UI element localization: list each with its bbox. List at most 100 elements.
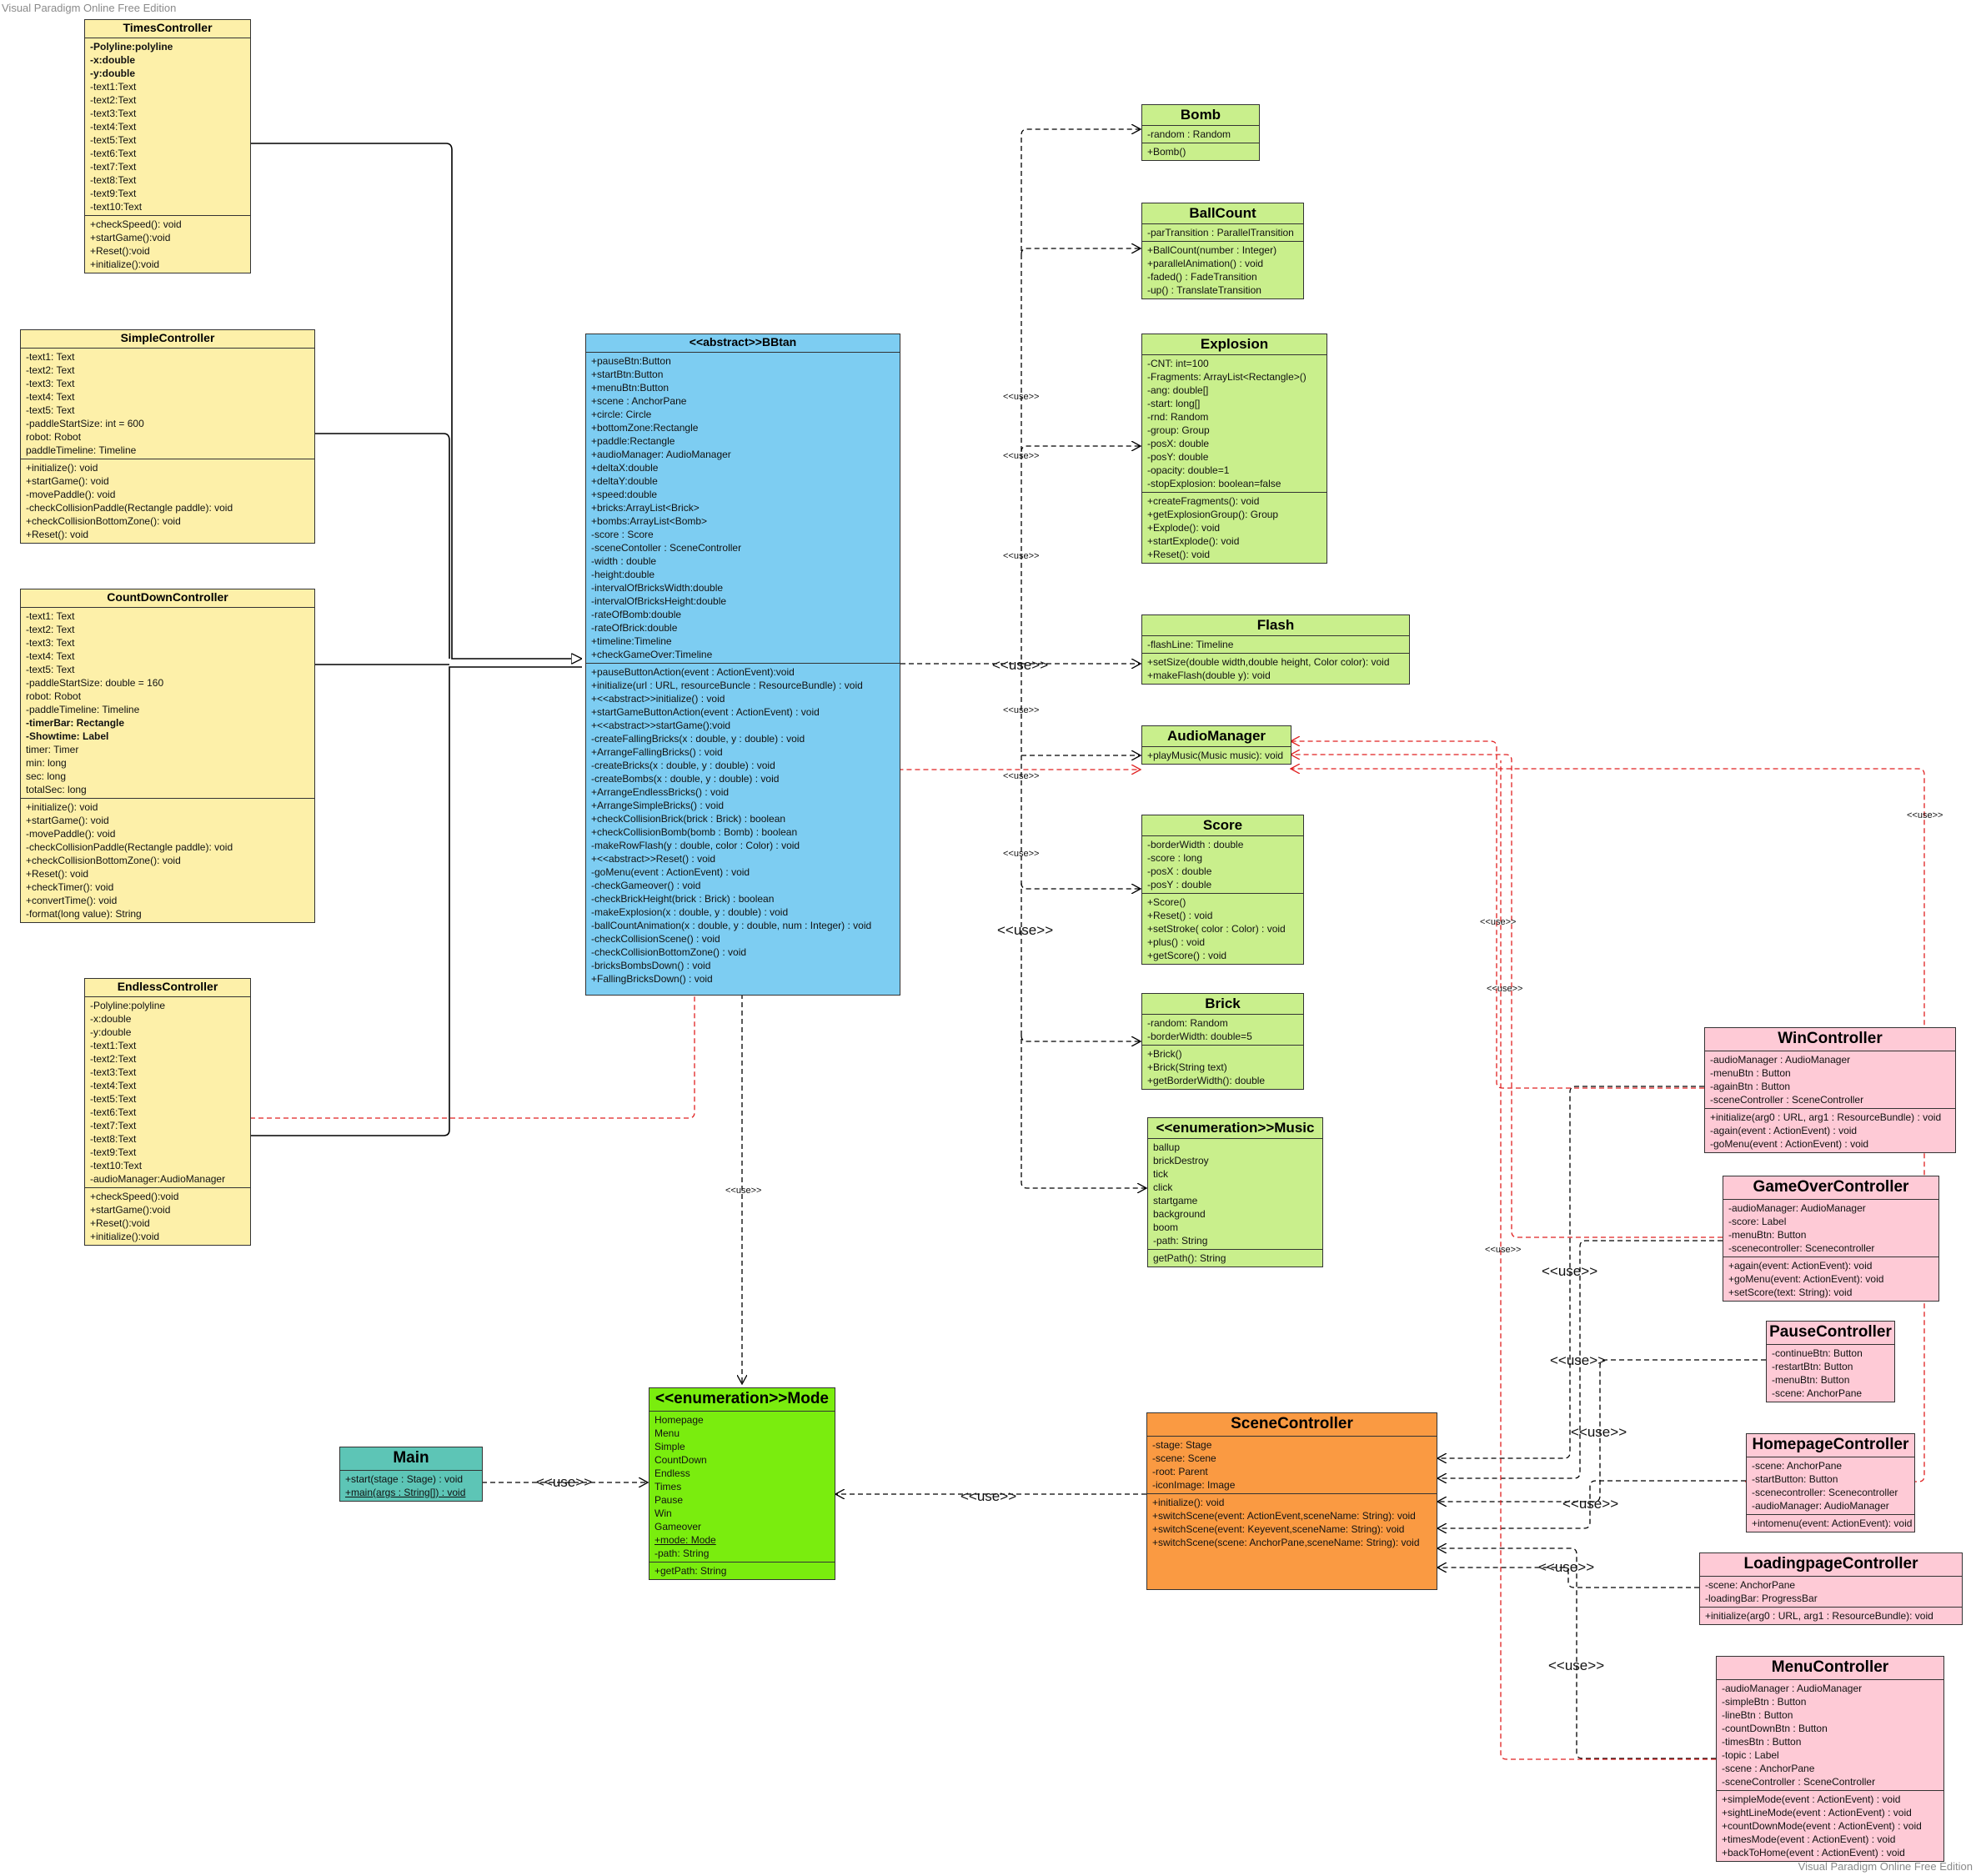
class-flash[interactable]: Flash-flashLine: Timeline+setSize(double… — [1141, 614, 1410, 685]
methods-section: +initialize(arg0 : URL, arg1 : ResourceB… — [1700, 1606, 1962, 1624]
method: +Explode(): void — [1147, 522, 1221, 534]
use-label-main: <<use>> — [536, 1474, 593, 1490]
attribute: -text10:Text — [90, 200, 143, 213]
method: -checkBrickHeight(brick : Brick) : boole… — [591, 892, 775, 905]
class-audio-manager[interactable]: AudioManager+playMusic(Music music): voi… — [1141, 725, 1291, 765]
attribute: -menuBtn: Button — [1728, 1228, 1807, 1241]
attribute: Simple — [654, 1440, 685, 1452]
class-times-controller[interactable]: TimesController-Polyline:polyline-x:doub… — [84, 19, 251, 273]
attributes-section: -text1: Text-text2: Text-text3: Text-tex… — [21, 608, 314, 798]
attribute: -random : Random — [1147, 128, 1231, 141]
attribute: -text6:Text — [90, 1106, 137, 1118]
class-win-controller[interactable]: WinController-audioManager : AudioManage… — [1704, 1027, 1956, 1153]
class-title: Main — [340, 1447, 482, 1471]
attribute: -text4:Text — [90, 1079, 137, 1091]
attribute: -scene: Scene — [1152, 1452, 1216, 1464]
attributes-section: -random : Random — [1142, 126, 1259, 143]
class-menu-controller[interactable]: MenuController-audioManager : AudioManag… — [1716, 1656, 1944, 1862]
attribute: -text3:Text — [90, 107, 137, 119]
class-title: MenuController — [1717, 1657, 1943, 1680]
attribute: -againBtn : Button — [1710, 1080, 1791, 1092]
attribute: -audioManager:AudioManager — [90, 1172, 226, 1185]
class-scene-controller[interactable]: SceneController-stage: Stage-scene: Scen… — [1146, 1412, 1437, 1590]
use-label-homepage-audio: <<use>> — [1487, 984, 1523, 994]
method: +setSize(double width,double height, Col… — [1147, 656, 1390, 669]
use-label-explosion: <<use>> — [1003, 451, 1040, 461]
method: +getScore() : void — [1147, 950, 1227, 962]
attribute: -scene: AnchorPane — [1705, 1578, 1796, 1591]
method: -checkCollisionPaddle(Rectangle paddle):… — [26, 501, 233, 514]
method: +getBorderWidth(): double — [1147, 1075, 1266, 1087]
class-count-down-controller[interactable]: CountDownController-text1: Text-text2: T… — [20, 589, 315, 923]
methods-section: +BallCount(number : Integer)+parallelAni… — [1142, 241, 1303, 298]
attribute: -flashLine: Timeline — [1147, 639, 1234, 651]
member: -menuBtn: Button — [1772, 1373, 1850, 1386]
attribute: -text10:Text — [90, 1159, 143, 1171]
class-loadingpage-controller[interactable]: LoadingpageController-scene: AnchorPane-… — [1699, 1552, 1963, 1625]
method: -createFallingBricks(x : double, y : dou… — [591, 732, 805, 745]
method: -again(event : ActionEvent) : void — [1710, 1124, 1858, 1136]
attributes-section: -Polyline:polyline-x:double-y:double-tex… — [85, 997, 250, 1187]
attribute: -timesBtn : Button — [1722, 1735, 1802, 1748]
method: +startExplode(): void — [1147, 535, 1240, 548]
use-label-audio-2: <<use>> — [1003, 771, 1040, 781]
method: +Reset():void — [90, 244, 150, 257]
class-endless-controller[interactable]: EndlessController-Polyline:polyline-x:do… — [84, 978, 251, 1246]
attribute: +audioManager: AudioManager — [591, 448, 731, 460]
attribute: -stopExplosion: boolean=false — [1147, 478, 1281, 490]
attribute: -Showtime: Label — [26, 730, 109, 742]
attribute: tick — [1153, 1168, 1168, 1181]
method: +checkSpeed(): void — [90, 218, 182, 230]
class-ball-count[interactable]: BallCount-parTransition : ParallelTransi… — [1141, 203, 1304, 300]
class-explosion[interactable]: Explosion-CNT: int=100-Fragments: ArrayL… — [1141, 334, 1327, 564]
attribute: -scene : AnchorPane — [1722, 1762, 1815, 1774]
attributes-section: -scene: AnchorPane-loadingBar: ProgressB… — [1700, 1577, 1962, 1607]
methods-section: +checkSpeed(): void+startGame():void+Res… — [85, 214, 250, 273]
method: -goMenu(event : ActionEvent) : void — [591, 865, 750, 878]
attribute: -posX : double — [1147, 865, 1212, 878]
attribute: -text1: Text — [26, 350, 75, 363]
use-label-gameover-audio: <<use>> — [1907, 810, 1943, 820]
class-pause-controller[interactable]: PauseController-continueBtn: Button-rest… — [1766, 1321, 1895, 1402]
class-title: SimpleController — [21, 330, 314, 349]
member: +main(args : String[]) : void — [345, 1486, 466, 1498]
attributes-section: -borderWidth : double-score : long-posX … — [1142, 836, 1303, 893]
method: +ArrangeSimpleBricks() : void — [591, 799, 725, 811]
attribute: -Polyline:polyline — [90, 999, 166, 1011]
methods-section: getPath(): String — [1148, 1249, 1322, 1267]
class-brick[interactable]: Brick-random: Random-borderWidth: double… — [1141, 993, 1304, 1091]
class-game-over-controller[interactable]: GameOverController-audioManager: AudioMa… — [1723, 1176, 1939, 1302]
members-section: -continueBtn: Button-restartBtn: Button-… — [1767, 1345, 1894, 1402]
method: -createBombs(x : double, y : double) : v… — [591, 772, 780, 785]
attribute: -loadingBar: ProgressBar — [1705, 1592, 1818, 1604]
class-score[interactable]: Score-borderWidth : double-score : long-… — [1141, 815, 1304, 966]
method: +ArrangeEndlessBricks() : void — [591, 785, 730, 798]
use-label-brick: <<use>> — [997, 922, 1054, 938]
attribute: +paddle:Rectangle — [591, 434, 675, 447]
attribute: startgame — [1153, 1195, 1198, 1207]
attributes-section: -stage: Stage-scene: Scene-root: Parent-… — [1147, 1437, 1437, 1493]
class-main[interactable]: Main+start(stage : Stage) : void+main(ar… — [339, 1447, 483, 1502]
class-bbtan[interactable]: <<abstract>>BBtan+pauseBtn:Button+startB… — [585, 334, 900, 996]
method: getPath(): String — [1153, 1252, 1226, 1265]
class-bomb[interactable]: Bomb-random : Random+Bomb() — [1141, 104, 1260, 162]
attribute: -scenecontroller: Scenecontroller — [1752, 1486, 1898, 1498]
attribute: -paddleStartSize: double = 160 — [26, 676, 164, 689]
attribute: +startBtn:Button — [591, 368, 664, 380]
attribute: -text5: Text — [26, 404, 75, 416]
method: +checkCollisionBrick(brick : Brick) : bo… — [591, 812, 786, 825]
member: -scene: AnchorPane — [1772, 1387, 1863, 1399]
class-title: PauseController — [1767, 1322, 1894, 1345]
use-label-win-scene: <<use>> — [1562, 1496, 1619, 1512]
attribute: min: long — [26, 756, 67, 769]
method: +startGame(): void — [26, 814, 109, 826]
attribute: -y:double — [90, 67, 135, 79]
class-homepage-controller[interactable]: HomepageController-scene: AnchorPane-sta… — [1746, 1433, 1915, 1532]
attribute: +menuBtn:Button — [591, 381, 670, 394]
attribute: +circle: Circle — [591, 408, 652, 420]
class-title: CountDownController — [21, 589, 314, 608]
class-simple-controller[interactable]: SimpleController-text1: Text-text2: Text… — [20, 329, 315, 544]
